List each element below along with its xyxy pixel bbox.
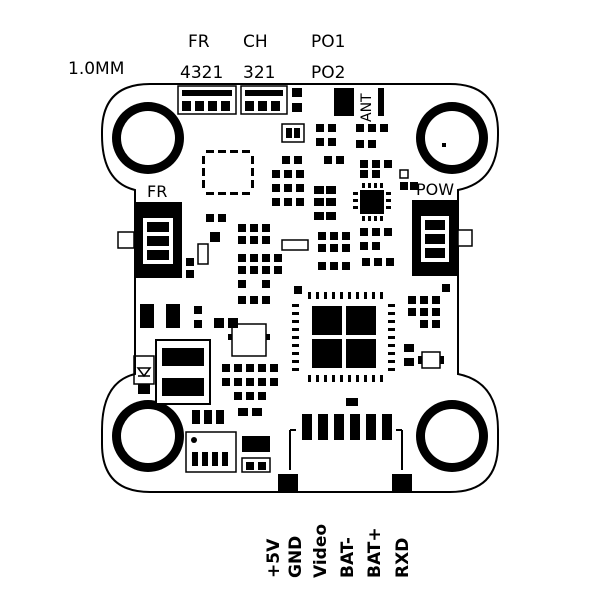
mcu-pin — [380, 375, 383, 382]
thickness-label: 1.0MM — [68, 59, 124, 79]
ch-header-label: CH — [243, 32, 268, 52]
mcu-pin — [364, 292, 367, 299]
mcu-pin — [356, 292, 359, 299]
pow-connector-label: POW — [416, 180, 454, 199]
mcu-pin — [324, 292, 327, 299]
pad-label-bat-plus: BAT+ — [365, 527, 385, 578]
pad-label-rxd: RXD — [393, 538, 413, 578]
po1-label: PO1 — [311, 32, 345, 52]
mcu-pin — [292, 320, 299, 323]
ch-pins-label: 321 — [243, 63, 275, 83]
mcu-pin — [388, 312, 395, 315]
mounting-hole-top-right — [416, 102, 488, 174]
main-mcu-chip — [292, 292, 395, 382]
mcu-pin — [388, 304, 395, 307]
mcu-pin — [316, 375, 319, 382]
mcu-pin — [292, 344, 299, 347]
mcu-pin — [388, 320, 395, 323]
mcu-pin — [324, 375, 327, 382]
mcu-pin — [388, 336, 395, 339]
fr-pin-header — [177, 85, 237, 115]
bottom-pad-labels: +5V GND Video BAT- BAT+ RXD — [264, 524, 413, 578]
pow-side-connector — [412, 200, 473, 276]
right-qfn-chip — [353, 183, 391, 221]
mcu-pin — [348, 292, 351, 299]
pad-label-gnd: GND — [286, 536, 306, 578]
mid-components-b — [186, 214, 394, 304]
mcu-pin — [348, 375, 351, 382]
mcu-pin — [388, 344, 395, 347]
po2-label: PO2 — [311, 63, 345, 83]
mcu-pin — [364, 375, 367, 382]
mid-components-a — [272, 170, 336, 220]
pad-label-video: Video — [311, 524, 331, 578]
mcu-pin — [292, 336, 299, 339]
mcu-pin — [372, 375, 375, 382]
fr-pins-label: 4321 — [180, 63, 223, 83]
mcu-pin — [372, 292, 375, 299]
mcu-pin — [308, 292, 311, 299]
lower-left-components — [192, 364, 278, 424]
fr-header-label: FR — [188, 32, 210, 52]
bottom-pads — [278, 398, 412, 492]
mcu-pin — [292, 368, 299, 371]
fr-connector-label: FR — [147, 182, 167, 201]
left-qfn-chip — [202, 150, 254, 195]
ant-label: ANT — [359, 93, 375, 122]
pad-label-bat-minus: BAT- — [338, 537, 358, 578]
right-mid-components — [404, 284, 450, 369]
inductor-block — [155, 339, 211, 405]
mcu-pin — [292, 352, 299, 355]
mcu-pin — [340, 375, 343, 382]
mcu-pin — [292, 328, 299, 331]
mcu-pin — [292, 312, 299, 315]
left-regulators — [140, 304, 270, 357]
mcu-pin — [332, 292, 335, 299]
mcu-pin — [380, 292, 383, 299]
mounting-hole-bottom-left — [112, 400, 184, 472]
mounting-hole-bottom-right — [416, 400, 488, 472]
antenna-pad-2 — [378, 88, 384, 116]
diode-symbol — [133, 355, 155, 394]
lower-left-chip — [185, 431, 271, 473]
mcu-pin — [316, 292, 319, 299]
mcu-pin — [308, 375, 311, 382]
top-center-components — [281, 123, 388, 164]
mcu-pin — [356, 375, 359, 382]
fr-side-connector — [117, 202, 182, 278]
ch-pin-header — [240, 85, 288, 115]
mcu-pin — [332, 375, 335, 382]
mcu-pin — [388, 368, 395, 371]
antenna-pad — [334, 88, 354, 116]
mcu-pin — [292, 360, 299, 363]
mcu-pin — [388, 360, 395, 363]
po-pads — [292, 88, 302, 112]
mcu-pin — [340, 292, 343, 299]
mcu-pin — [292, 304, 299, 307]
pad-label-5v: +5V — [264, 538, 284, 578]
mcu-pin — [388, 352, 395, 355]
right-components — [360, 160, 418, 190]
mcu-pin — [388, 328, 395, 331]
mounting-hole-top-left — [112, 102, 184, 174]
